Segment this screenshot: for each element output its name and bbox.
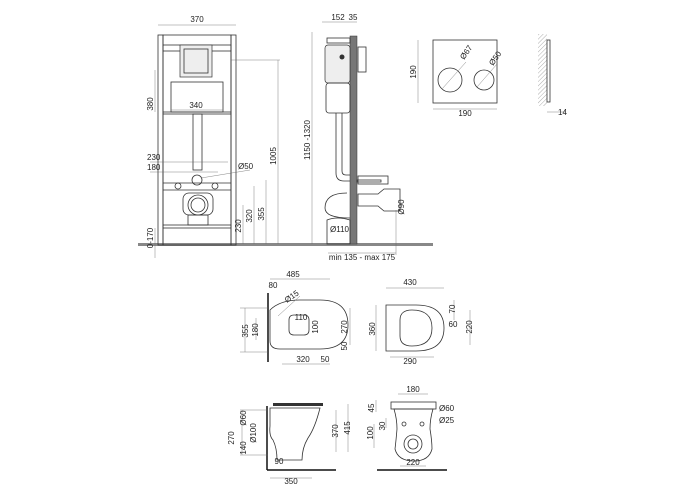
dim-leg-adjust: 0-170: [146, 227, 155, 248]
dim-front-top-width: 180: [406, 385, 420, 394]
dim-front-seat-height: 45: [367, 403, 376, 412]
dim-bowl-width: 270: [340, 320, 349, 334]
dim-inlet-height: 355: [257, 207, 266, 221]
dim-flush-pipe-diameter: Ø50: [238, 162, 254, 171]
frame-front-view: [150, 24, 280, 258]
dim-bowl-edge: 50: [340, 341, 349, 350]
dim-wall-gap: 35: [349, 13, 358, 22]
dim-frame-width: 370: [190, 15, 204, 24]
seat-top-view: [375, 287, 471, 358]
dim-mount-spacing: 180: [251, 323, 260, 337]
dim-bowl-depth: 350: [284, 477, 298, 486]
dim-hinge-gap: 60: [449, 320, 458, 329]
dim-drain-diameter: Ø110: [330, 225, 350, 234]
dim-hole-diameter: Ø15: [283, 288, 301, 304]
dim-outlet-height: 140: [239, 441, 248, 455]
frame-side-view: [311, 21, 401, 255]
bowl-front-view: [373, 393, 447, 471]
dim-bowl-height: 370: [331, 424, 340, 438]
dim-front-base-width: 220: [406, 458, 420, 467]
bowl-side-view: [240, 403, 349, 479]
dim-outlet-diameter: Ø100: [249, 423, 258, 443]
dim-plate-thickness: 14: [558, 108, 567, 117]
dim-bolt-height: 320: [245, 209, 254, 223]
dim-bowl-inlet-diameter: Ø60: [239, 410, 248, 426]
dim-seat-hinge: 70: [448, 304, 457, 313]
dim-front-bolt-diameter: Ø25: [439, 416, 455, 425]
dim-plate-height: 190: [409, 65, 418, 79]
dim-depth-range: min 135 - max 175: [329, 253, 396, 262]
dim-seat-length: 430: [403, 278, 417, 287]
flush-plate-view: [417, 34, 566, 113]
dim-front-bolt-offset: 30: [378, 421, 387, 430]
dim-outlet-depth: 100: [311, 320, 320, 334]
dim-total-height: 415: [343, 421, 352, 435]
dim-plate-width: 190: [458, 109, 472, 118]
dim-seat-width: 360: [368, 322, 377, 336]
dim-bolt-spacing-outer: 230: [147, 153, 161, 162]
dim-button-large: Ø67: [458, 43, 474, 61]
dim-front-inlet-diameter: Ø60: [439, 404, 455, 413]
dim-bowl-offset: 80: [269, 281, 278, 290]
dim-bolt-spacing-inner: 180: [147, 163, 161, 172]
dim-front-inlet-offset: 100: [366, 426, 375, 440]
dim-button-height: 1005: [269, 147, 278, 165]
dim-back-offset: 90: [275, 457, 284, 466]
dim-frame-depth: 152: [331, 13, 345, 22]
dim-tank-height: 380: [146, 97, 155, 111]
dim-bowl-270: 270: [227, 431, 236, 445]
floor-line: [138, 243, 433, 246]
dim-seat-inner: 220: [465, 320, 474, 334]
dim-base-length: 320: [296, 355, 310, 364]
dim-frame-height: 1150 -1320: [303, 120, 312, 160]
dim-outlet-width: 110: [295, 313, 308, 322]
dim-tank-width: 340: [189, 101, 203, 110]
dim-front-gap: 50: [321, 355, 330, 364]
bowl-top-view: [240, 278, 351, 365]
dim-drain-height: 230: [234, 219, 243, 233]
dim-connector-diameter: Ø90: [397, 199, 406, 215]
dim-bowl-length: 485: [286, 270, 300, 279]
dim-mount-height: 355: [241, 324, 250, 338]
dim-button-small: Ø50: [487, 49, 503, 67]
dim-seat-inner-length: 290: [403, 357, 417, 366]
